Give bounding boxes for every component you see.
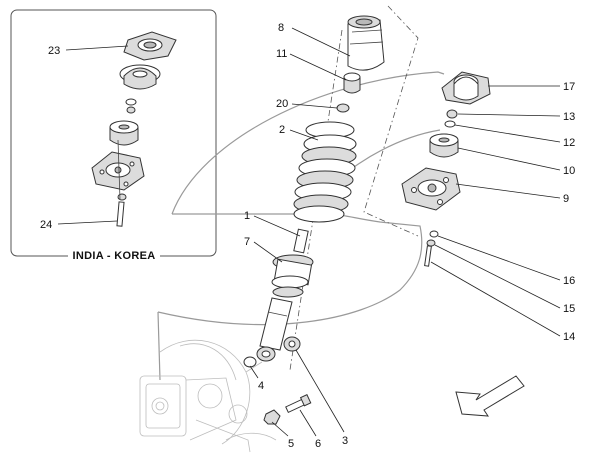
arrow-down-left-icon xyxy=(455,375,525,417)
callout-14: 14 xyxy=(563,331,575,343)
callout-13: 13 xyxy=(563,111,575,123)
damper-bushing xyxy=(283,336,301,352)
inset-top-mount-plate xyxy=(123,31,177,61)
callout-6: 6 xyxy=(315,438,321,450)
lower-bolt xyxy=(285,394,312,414)
inset-bump-stop xyxy=(109,120,139,146)
dust-boot xyxy=(347,15,385,71)
leader-lines xyxy=(249,27,561,437)
lower-mount-nut xyxy=(426,239,436,247)
lower-mount-washer xyxy=(429,230,439,238)
bump-stop xyxy=(343,72,361,94)
callout-7: 7 xyxy=(244,236,250,248)
inset-washer xyxy=(125,98,137,106)
damper-spring-seat xyxy=(271,254,314,298)
callout-20: 20 xyxy=(276,98,288,110)
callout-11: 11 xyxy=(276,48,287,60)
brake-hub-assembly xyxy=(139,339,277,453)
damper-tube xyxy=(259,297,293,351)
lower-nut xyxy=(263,409,281,425)
callout-12: 12 xyxy=(563,137,575,149)
mount-stud xyxy=(424,245,432,267)
callout-4: 4 xyxy=(258,380,264,392)
piston-rod xyxy=(293,228,309,254)
callout-5: 5 xyxy=(288,438,294,450)
top-mount xyxy=(441,71,491,105)
inset-spring-seat xyxy=(91,151,145,191)
callout-23: 23 xyxy=(48,45,60,57)
washer xyxy=(243,356,257,368)
mount-bushing xyxy=(429,133,459,158)
callout-24: 24 xyxy=(40,219,52,231)
coil-spring xyxy=(293,121,357,223)
mount-washer xyxy=(444,120,456,128)
callout-3: 3 xyxy=(342,435,348,447)
callout-8: 8 xyxy=(278,22,284,34)
callout-15: 15 xyxy=(563,303,575,315)
callout-labels: 8 11 20 2 1 7 4 5 6 3 17 13 12 10 9 16 1… xyxy=(244,22,575,450)
inset-title: INDIA - KOREA xyxy=(73,250,156,262)
inset-panel: INDIA - KOREA xyxy=(10,9,217,262)
mount-nut xyxy=(446,109,458,119)
callout-1: 1 xyxy=(244,210,250,222)
top-nut xyxy=(336,103,350,113)
inset-bearing xyxy=(119,64,161,90)
callout-17: 17 xyxy=(563,81,575,93)
callout-16: 16 xyxy=(563,275,575,287)
callout-10: 10 xyxy=(563,165,575,177)
damper-lower-eye xyxy=(256,346,276,362)
inset-nut xyxy=(126,106,136,114)
callout-9: 9 xyxy=(563,193,569,205)
mount-plate xyxy=(401,167,461,211)
callout-2: 2 xyxy=(279,124,285,136)
